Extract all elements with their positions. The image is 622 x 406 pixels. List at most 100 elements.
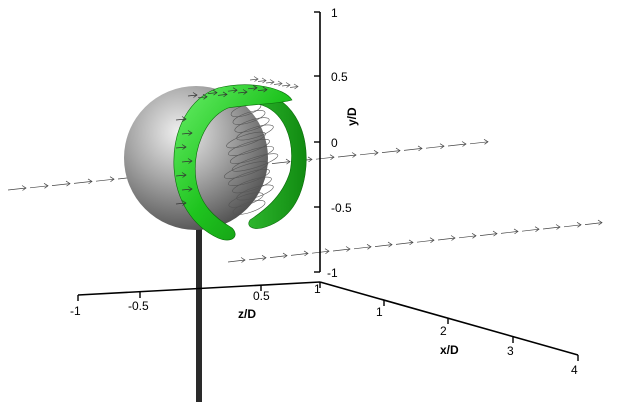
vector-head <box>181 144 187 150</box>
vector-head <box>21 185 27 191</box>
vector-head <box>408 239 414 246</box>
ring-velocity-vectors <box>175 76 299 206</box>
x-tick-label: 3 <box>507 344 514 358</box>
vector-head <box>181 200 187 206</box>
vector-head <box>555 224 561 230</box>
streamline <box>232 200 266 215</box>
velocity-vector <box>447 143 467 147</box>
velocity-vector <box>257 80 267 82</box>
vector-head <box>307 156 313 163</box>
vector-head <box>187 186 193 192</box>
vector-head <box>351 152 357 158</box>
velocity-vector <box>29 185 49 189</box>
vector-head <box>261 255 267 261</box>
streamline <box>229 146 275 164</box>
vector-head <box>222 91 228 98</box>
z-tick-label: 1 <box>314 282 321 296</box>
velocity-vector <box>500 231 519 234</box>
velocity-vector <box>175 174 187 177</box>
vector-head <box>262 86 268 93</box>
velocity-vector <box>395 242 414 245</box>
vector-head <box>202 94 208 100</box>
velocity-vector <box>181 132 193 135</box>
velocity-vector <box>175 118 187 121</box>
velocity-vector <box>359 152 379 156</box>
vector-head <box>261 77 267 84</box>
vector-head <box>253 76 259 82</box>
y-tick-label: -0.5 <box>331 201 352 215</box>
velocity-vector <box>181 160 193 163</box>
velocity-vector <box>175 146 187 149</box>
vector-head <box>387 241 393 248</box>
x-tick-label: 1 <box>376 305 383 319</box>
y-tick-label: 1 <box>331 6 338 20</box>
vector-head <box>65 180 71 187</box>
z-tick-label: -1 <box>70 304 81 318</box>
vector-head <box>187 130 193 136</box>
y-axis-label: y/D <box>345 107 359 126</box>
vector-head <box>461 141 467 147</box>
vector-head <box>576 222 582 228</box>
vector-head <box>181 172 187 178</box>
velocity-vector <box>290 253 309 256</box>
vector-head <box>252 85 258 91</box>
velocity-vector <box>353 246 372 250</box>
velocity-vector <box>425 145 445 149</box>
vector-head <box>366 244 372 250</box>
z-tick-label: -0.5 <box>128 299 149 313</box>
streamline <box>228 139 270 156</box>
velocity-vector <box>521 228 540 232</box>
velocity-vector <box>437 237 456 241</box>
streamline <box>228 169 270 186</box>
velocity-vector <box>469 141 489 145</box>
vector-head <box>303 250 309 257</box>
velocity-vector <box>381 150 401 153</box>
velocity-vector <box>207 92 218 94</box>
vector-head <box>242 89 248 95</box>
x-axis-line <box>319 281 579 356</box>
velocity-vector <box>289 86 299 88</box>
y-tick-label: 0.5 <box>331 70 348 84</box>
vector-head <box>212 89 218 96</box>
vector-head <box>240 257 246 263</box>
velocity-vector <box>265 81 275 84</box>
velocity-vector <box>337 154 357 158</box>
velocity-vector <box>479 233 498 236</box>
velocity-vector <box>374 244 393 247</box>
vector-head <box>282 252 288 259</box>
vector-head <box>439 143 445 149</box>
velocity-vector <box>542 226 561 230</box>
vortex-ring-back <box>248 91 307 229</box>
velocity-vector <box>416 239 435 243</box>
vector-head <box>492 230 498 237</box>
velocity-vector <box>7 187 27 191</box>
velocity-vector <box>95 178 115 182</box>
vector-head <box>450 235 456 241</box>
velocity-vector <box>249 78 259 81</box>
vector-head <box>324 248 330 254</box>
velocity-vector <box>51 183 71 186</box>
vector-head <box>417 145 423 152</box>
vector-head <box>181 116 187 122</box>
vector-head <box>285 158 291 165</box>
vector-head <box>597 219 603 226</box>
velocity-vector <box>217 94 228 96</box>
vector-head <box>513 228 519 235</box>
velocity-vector <box>237 91 248 94</box>
streamline <box>228 192 264 208</box>
vector-head <box>232 87 238 93</box>
vortex-ring-front <box>173 84 293 241</box>
vector-head <box>187 158 193 164</box>
velocity-vector <box>257 89 268 91</box>
streamline <box>226 131 266 149</box>
z-tick-label: 0.5 <box>253 289 270 303</box>
vector-head <box>277 80 283 87</box>
streamline <box>234 117 270 133</box>
velocity-vector <box>73 181 93 184</box>
velocity-vector <box>271 161 291 164</box>
velocity-vector <box>315 156 335 160</box>
vector-head <box>285 82 291 88</box>
vector-head <box>471 233 477 239</box>
velocity-vector <box>197 96 208 99</box>
